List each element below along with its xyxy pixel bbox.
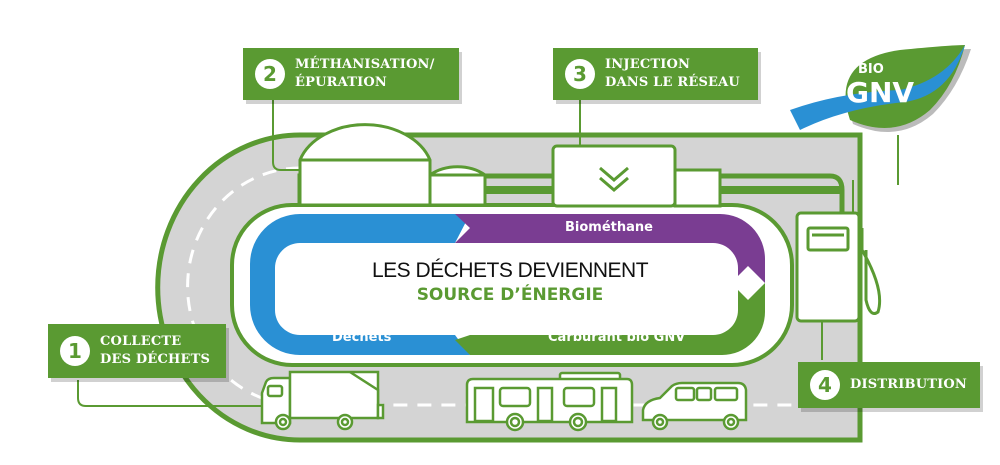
fuel-pump-icon	[795, 180, 882, 323]
cycle-frame	[230, 203, 794, 367]
bus-icon	[465, 371, 634, 432]
step-1-collecte: 1 COLLECTE DES DÉCHETS	[48, 324, 226, 378]
bio-gnv-leaf-logo	[790, 45, 971, 132]
step-label: DISTRIBUTION	[850, 377, 967, 392]
facilities	[297, 123, 845, 222]
step-number-badge: 2	[255, 59, 285, 89]
logo-bio-text: BIO	[858, 62, 884, 77]
connector-lines	[77, 96, 899, 407]
label-carburant-bio-gnv: Carburant bio GNV	[548, 330, 686, 345]
chevron-down-icon	[599, 166, 629, 192]
step-number-badge: 3	[565, 59, 595, 89]
step-number-badge: 1	[60, 336, 90, 366]
digester-dome-large	[298, 123, 432, 207]
step-3-injection: 3 INJECTION DANS LE RÉSEAU	[553, 48, 758, 100]
step-number-badge: 4	[810, 370, 840, 400]
digester-dome-small	[428, 165, 487, 207]
garbage-truck-icon	[260, 370, 385, 431]
logo-gnv-text: GNV	[846, 76, 915, 109]
label-biomethane: Biométhane	[565, 220, 653, 235]
step-label: COLLECTE DES DÉCHETS	[100, 334, 211, 367]
arrow-biomethane	[455, 214, 765, 283]
label-dechets: Déchets	[332, 330, 392, 345]
arrow-dechets	[250, 214, 470, 355]
arrow-carburant	[455, 283, 765, 355]
step-label: MÉTHANISATION/ ÉPURATION	[295, 57, 435, 90]
injection-station	[551, 144, 677, 208]
step-2-methanisation: 2 MÉTHANISATION/ ÉPURATION	[243, 48, 459, 100]
cycle-arrows	[250, 214, 765, 355]
step-4-distribution: 4 DISTRIBUTION	[798, 362, 980, 408]
center-title-line1: LES DÉCHETS DEVIENNENT	[371, 259, 649, 282]
van-icon	[641, 381, 748, 431]
step-label: INJECTION DANS LE RÉSEAU	[605, 57, 740, 90]
center-title-line2: SOURCE D’ÉNERGIE	[416, 285, 604, 305]
